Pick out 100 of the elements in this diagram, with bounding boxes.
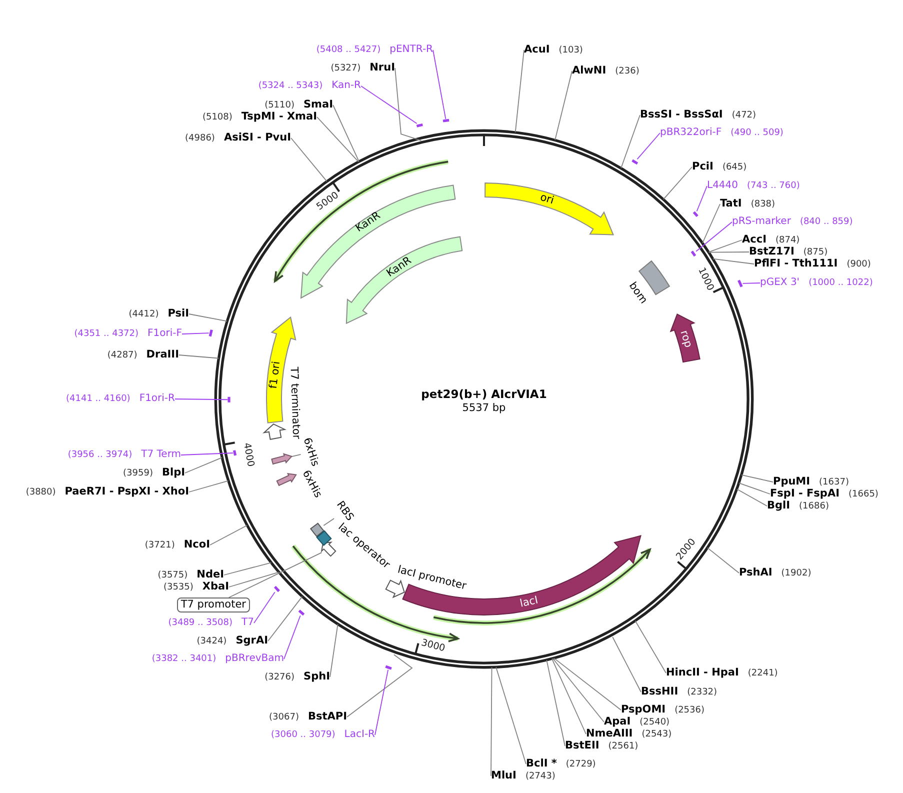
cut-position: (874) bbox=[775, 234, 800, 246]
feature-label: rop bbox=[678, 329, 694, 349]
cut-position: (2561) bbox=[608, 740, 638, 752]
enzyme-name: SgrAI bbox=[236, 634, 268, 646]
cut-position: (3575) bbox=[158, 570, 188, 582]
enzyme-name: NcoI bbox=[184, 538, 210, 550]
enzyme-name: BglI bbox=[767, 500, 790, 512]
enzyme-name: PflFI - Tth111I bbox=[754, 258, 838, 270]
scale-label: 3000 bbox=[420, 637, 446, 654]
enzyme-name: SphI bbox=[304, 670, 330, 682]
cut-position: (1902) bbox=[781, 568, 812, 580]
leader-line bbox=[188, 480, 229, 492]
leader-line bbox=[741, 474, 774, 482]
leader-line bbox=[316, 116, 359, 162]
cut-position: (4412) bbox=[128, 308, 159, 320]
leader-line bbox=[552, 658, 604, 722]
cut-position: (2729) bbox=[566, 758, 596, 770]
primer-location: (1000 .. 1022) bbox=[808, 277, 873, 289]
enzyme-name: FspI - FspAI bbox=[770, 488, 840, 500]
primer-site-mark bbox=[228, 396, 230, 402]
leader-line bbox=[268, 596, 303, 642]
primer-location: (490 .. 509) bbox=[730, 127, 784, 139]
leader-line bbox=[612, 636, 642, 692]
leader-line bbox=[708, 240, 742, 252]
enzyme-name: TatI bbox=[720, 198, 742, 210]
enzyme-name: MluI bbox=[491, 770, 516, 782]
cut-position: (2241) bbox=[748, 668, 778, 680]
leader-line bbox=[291, 454, 302, 458]
feature-label: lacI promoter bbox=[396, 564, 468, 592]
cut-position: (3880) bbox=[26, 486, 56, 498]
leader-line bbox=[330, 624, 338, 678]
enzyme-name: AccI bbox=[742, 234, 766, 246]
cut-position: (3424) bbox=[196, 636, 227, 648]
leader-line bbox=[554, 658, 622, 710]
cut-position: (3067) bbox=[269, 712, 299, 724]
leader-line bbox=[696, 222, 732, 252]
leader-line bbox=[514, 50, 524, 133]
enzyme-name: BstZ17I bbox=[749, 246, 794, 258]
leader-line bbox=[360, 86, 418, 124]
enzyme-name: BclI * bbox=[526, 758, 557, 770]
cut-position: (2540) bbox=[640, 716, 670, 728]
feature-label: T7 terminator bbox=[288, 366, 302, 440]
primer-location: (3060 .. 3079) bbox=[271, 729, 336, 741]
feature-label: f1 ori bbox=[267, 360, 283, 390]
enzyme-name: XbaI bbox=[202, 580, 229, 592]
enzyme-name: PsiI bbox=[168, 308, 189, 320]
primer-site-mark bbox=[416, 124, 423, 128]
leader-line bbox=[742, 282, 760, 284]
cut-position: (2743) bbox=[525, 770, 556, 782]
primer-site-mark bbox=[690, 250, 696, 257]
primer-name: F1ori-F bbox=[148, 328, 182, 340]
primer-name: pBRrevBam bbox=[225, 653, 284, 665]
primer-site-mark bbox=[298, 610, 305, 616]
enzyme-name: AsiSI - PvuI bbox=[224, 132, 291, 144]
primer-name: T7 bbox=[242, 617, 254, 629]
leader-line bbox=[496, 666, 526, 764]
primer-name: LacI-R bbox=[344, 729, 375, 741]
enzyme-name: NruI bbox=[370, 62, 395, 74]
enzyme-name: AcuI bbox=[524, 44, 550, 56]
primer-location: (840 .. 859) bbox=[800, 216, 853, 228]
feature-label: lacI bbox=[518, 594, 540, 610]
primer-site-mark bbox=[208, 329, 213, 337]
primer-name: Kan-R bbox=[332, 80, 361, 92]
leader-line bbox=[346, 654, 413, 718]
feature-label: ori bbox=[538, 191, 556, 207]
leader-line bbox=[736, 488, 768, 506]
scale-label: 4000 bbox=[241, 442, 256, 468]
primer-site-mark bbox=[738, 280, 743, 288]
primer-location: (5324 .. 5343) bbox=[258, 80, 323, 92]
primer-name: F1ori-R bbox=[139, 393, 175, 405]
leader-line bbox=[394, 68, 422, 141]
cut-position: (2543) bbox=[642, 728, 672, 740]
enzyme-name: DraIII bbox=[146, 348, 179, 360]
leader-line bbox=[228, 552, 322, 598]
enzyme-name: TspMI - XmaI bbox=[241, 110, 317, 122]
cut-position: (4287) bbox=[107, 350, 138, 362]
leader-line bbox=[184, 457, 222, 474]
cut-position: (472) bbox=[732, 110, 756, 122]
cut-position: (3959) bbox=[123, 468, 153, 480]
leader-line bbox=[188, 314, 228, 322]
leader-line bbox=[634, 620, 666, 674]
cut-position: (103) bbox=[558, 44, 583, 56]
primer-location: (3956 .. 3974) bbox=[68, 449, 132, 461]
primer-site-mark bbox=[385, 665, 392, 670]
enzyme-name: NdeI bbox=[196, 568, 224, 580]
primer-location: (3382 .. 3401) bbox=[152, 653, 216, 665]
primer-location: (4141 .. 4160) bbox=[66, 393, 130, 405]
leader-line bbox=[290, 138, 328, 182]
enzyme-name: ApaI bbox=[604, 716, 631, 728]
feature-block bbox=[310, 522, 324, 537]
enzyme-name: BstAPI bbox=[308, 710, 347, 722]
primer-name: pBR322ori-F bbox=[660, 127, 722, 139]
leader-line bbox=[178, 354, 220, 359]
enzyme-name: BstEII bbox=[565, 740, 600, 752]
primer-site-mark bbox=[442, 118, 450, 122]
leader-line bbox=[182, 332, 210, 334]
leader-line bbox=[554, 70, 572, 141]
primer-site-mark bbox=[632, 159, 638, 165]
enzyme-name: PspOMI bbox=[621, 704, 666, 716]
cut-position: (1637) bbox=[819, 476, 849, 488]
